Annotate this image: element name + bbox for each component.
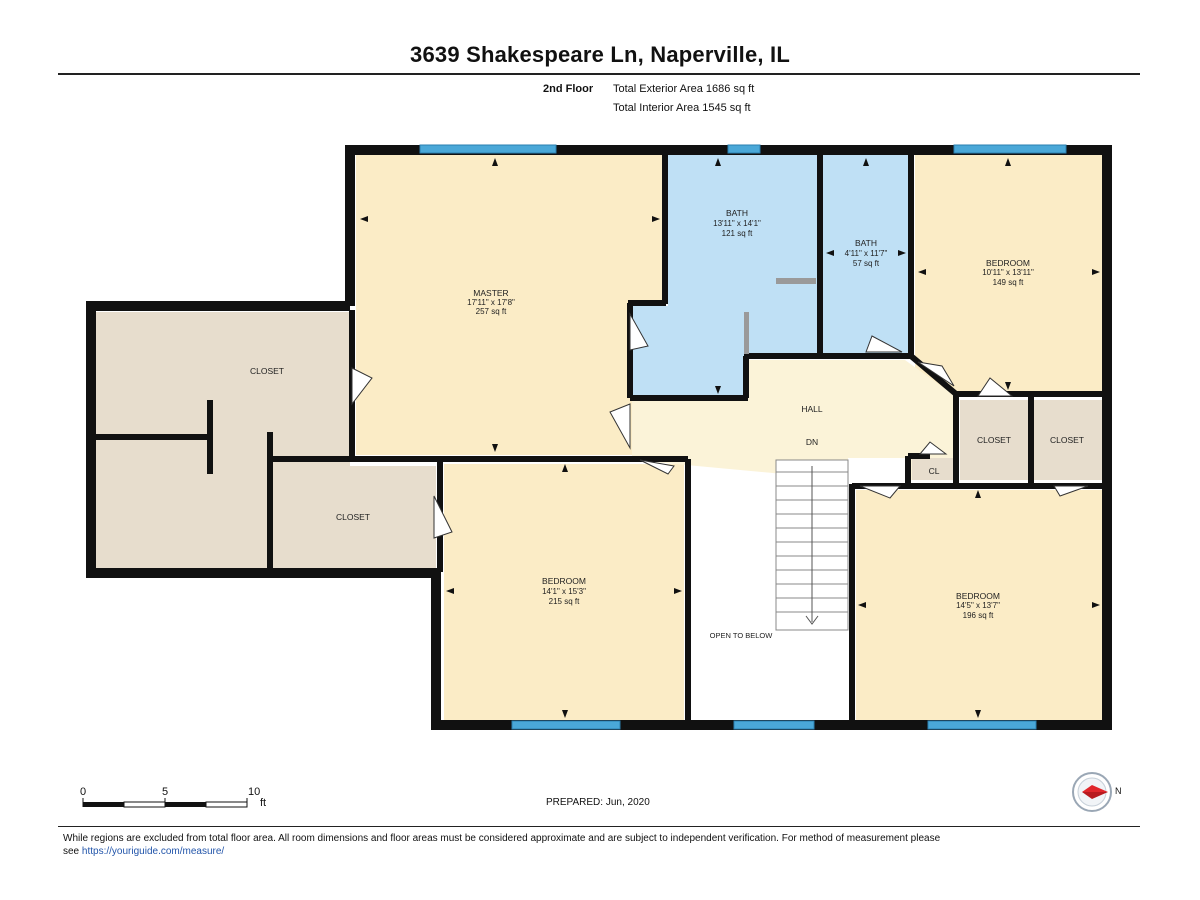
room-area-bedroom-ne: 149 sq ft <box>993 278 1024 287</box>
room-area-bedroom-south: 215 sq ft <box>549 597 580 606</box>
room-area-master: 257 sq ft <box>476 307 507 316</box>
room-fill-bath-1 <box>632 155 818 396</box>
scale-label-5: 5 <box>162 786 169 798</box>
room-label-open-below: OPEN TO BELOW <box>710 631 774 640</box>
room-label-closet-mid: CLOSET <box>336 512 370 522</box>
scale-label-10: 10 <box>248 786 261 798</box>
disclaimer: While regions are excluded from total fl… <box>63 832 1063 858</box>
page-title: 3639 Shakespeare Ln, Naperville, IL <box>410 42 790 67</box>
exterior-area-label: Total Exterior Area 1686 sq ft <box>613 83 755 95</box>
scale-label-0: 0 <box>80 786 87 798</box>
room-label-master: MASTER <box>473 288 508 298</box>
room-fill-bedroom-se <box>856 490 1102 720</box>
room-label-closet-large: CLOSET <box>250 366 284 376</box>
room-dims-bedroom-south: 14'1" x 15'3" <box>542 587 586 596</box>
title-divider <box>58 73 1140 75</box>
room-dims-bedroom-ne: 10'11" x 13'11" <box>982 268 1034 277</box>
room-fill-bedroom-ne <box>915 155 1102 391</box>
compass-north-label: N <box>1115 786 1122 796</box>
prepared-date: PREPARED: Jun, 2020 <box>546 797 650 808</box>
room-area-bedroom-se: 196 sq ft <box>963 611 994 620</box>
floor-label: 2nd Floor <box>543 83 594 95</box>
measure-link[interactable]: https://youriguide.com/measure/ <box>81 846 225 857</box>
room-fill-bedroom-south <box>444 464 684 720</box>
bath-divider <box>776 278 816 284</box>
footer-divider <box>58 826 1140 827</box>
disclaimer-see: see <box>63 846 80 857</box>
room-fill-closet-mid <box>272 466 436 568</box>
room-label-closet-e2: CLOSET <box>1050 435 1084 445</box>
walls <box>86 145 1112 730</box>
room-dims-bath-1: 13'11" x 14'1" <box>713 219 761 228</box>
room-label-bath-1: BATH <box>726 208 748 218</box>
interior-area-label: Total Interior Area 1545 sq ft <box>613 102 751 114</box>
windows <box>419 144 1067 730</box>
room-label-closet-e1: CLOSET <box>977 435 1011 445</box>
scale-bar <box>82 798 248 808</box>
room-label-hall: HALL <box>801 404 823 414</box>
room-label-bedroom-ne: BEDROOM <box>986 258 1030 268</box>
room-dims-bath-2: 4'11" x 11'7" <box>845 249 888 258</box>
room-label-bedroom-se: BEDROOM <box>956 591 1000 601</box>
room-label-cl: CL <box>929 466 940 476</box>
dimension-arrows <box>360 158 1100 718</box>
room-label-bedroom-south: BEDROOM <box>542 576 586 586</box>
disclaimer-text: While regions are excluded from total fl… <box>63 833 941 844</box>
room-fill-closet-e2 <box>1034 400 1102 480</box>
doors <box>351 312 1089 539</box>
room-area-bath-2: 57 sq ft <box>853 259 880 268</box>
room-fill-closet-e1 <box>960 400 1028 480</box>
compass-icon <box>1072 772 1112 812</box>
scale-unit: ft <box>260 797 267 809</box>
stairs-label-dn: DN <box>806 437 818 447</box>
room-label-bath-2: BATH <box>855 238 877 248</box>
room-fill-cl <box>912 458 954 480</box>
room-fill-hall <box>632 360 955 480</box>
room-fill-master <box>356 155 662 455</box>
stairs <box>775 459 849 631</box>
room-fill-bath-2 <box>823 155 908 353</box>
room-dims-bedroom-se: 14'5" x 13'7" <box>956 601 1000 610</box>
room-area-bath-1: 121 sq ft <box>722 229 753 238</box>
bath-partition <box>744 312 749 354</box>
room-dims-master: 17'11" x 17'8" <box>467 298 515 307</box>
